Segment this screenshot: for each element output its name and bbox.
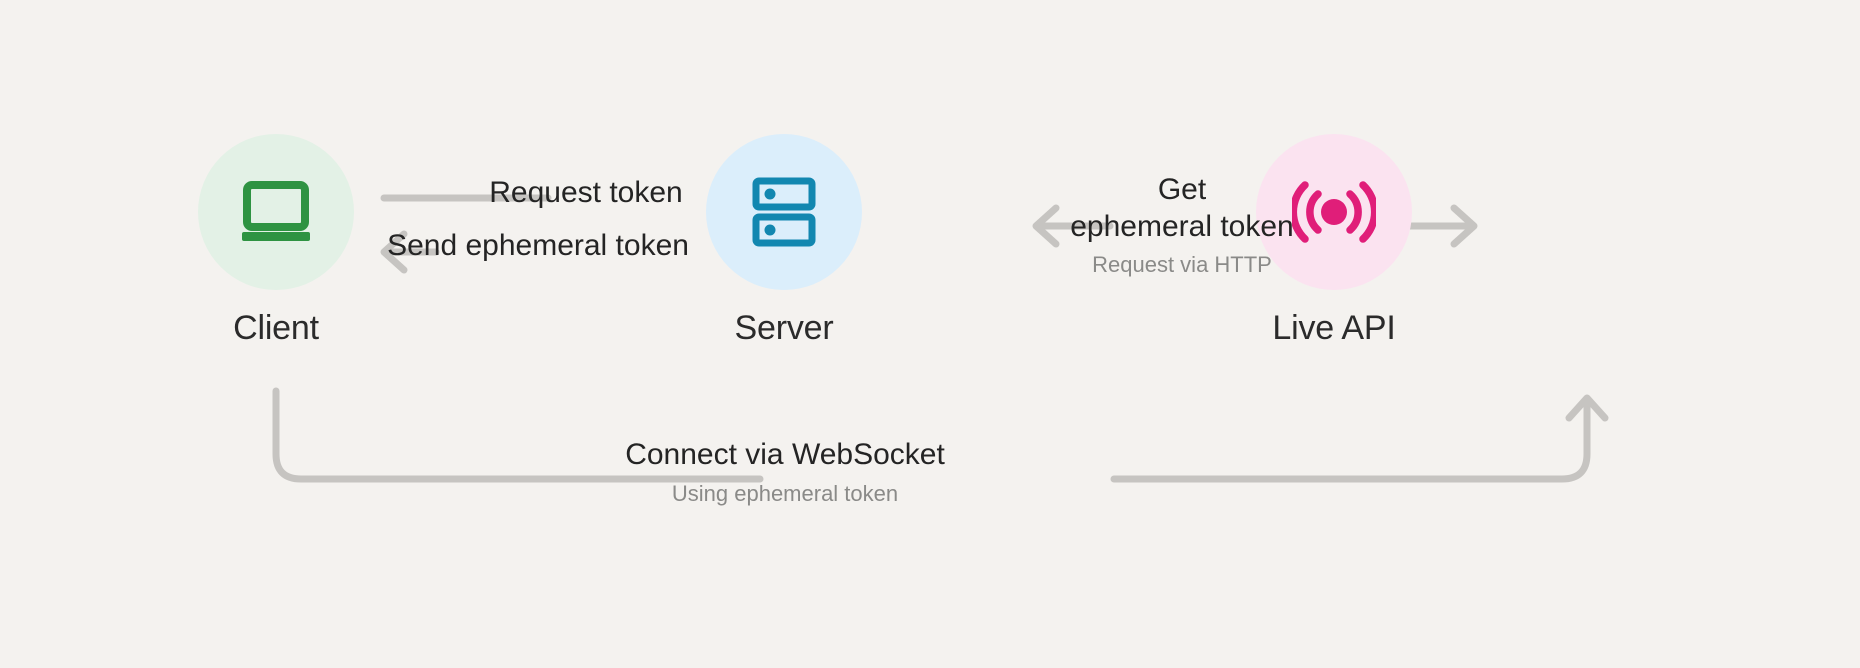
arrowhead-left-icon	[380, 230, 408, 274]
arrowhead-up-icon	[1565, 394, 1609, 422]
node-server-label: Server	[734, 309, 834, 347]
edge-label-connect-websocket-sub: Using ephemeral token	[671, 480, 899, 506]
node-live-api[interactable]: Live API	[1234, 134, 1434, 347]
node-client-circle	[198, 134, 354, 290]
connector-websocket	[272, 387, 1609, 483]
edge-label-request-token: Request token	[466, 175, 706, 212]
broadcast-icon	[1292, 181, 1376, 243]
node-server[interactable]: Server	[684, 134, 884, 347]
server-rack-icon	[752, 177, 816, 247]
node-server-circle	[706, 134, 862, 290]
arrowhead-right-icon	[1450, 204, 1478, 248]
node-live-api-label: Live API	[1272, 309, 1396, 347]
laptop-icon	[242, 181, 310, 241]
node-live-api-circle	[1256, 134, 1412, 290]
node-client[interactable]: Client	[176, 134, 376, 347]
connector-get-token-left	[1032, 204, 1114, 248]
edge-label-send-ephemeral-token-main: Send ephemeral token	[387, 229, 689, 262]
edge-label-get-ephemeral-token-line2: ephemeral token	[1070, 209, 1294, 243]
edge-label-get-ephemeral-token-sub: Request via HTTP	[1092, 252, 1272, 278]
edge-label-connect-websocket: Connect via WebSocket Using ephemeral to…	[580, 437, 990, 507]
edge-label-send-ephemeral-token: Send ephemeral token	[370, 228, 706, 265]
arrowhead-left-icon	[1032, 204, 1060, 248]
node-client-label: Client	[233, 309, 319, 347]
edge-label-get-ephemeral-token-line1: Get	[1157, 173, 1207, 206]
edge-label-connect-websocket-main: Connect via WebSocket	[625, 438, 945, 471]
edge-label-get-ephemeral-token: Get ephemeral token Request via HTTP	[1062, 172, 1302, 279]
edge-label-request-token-main: Request token	[489, 176, 683, 209]
